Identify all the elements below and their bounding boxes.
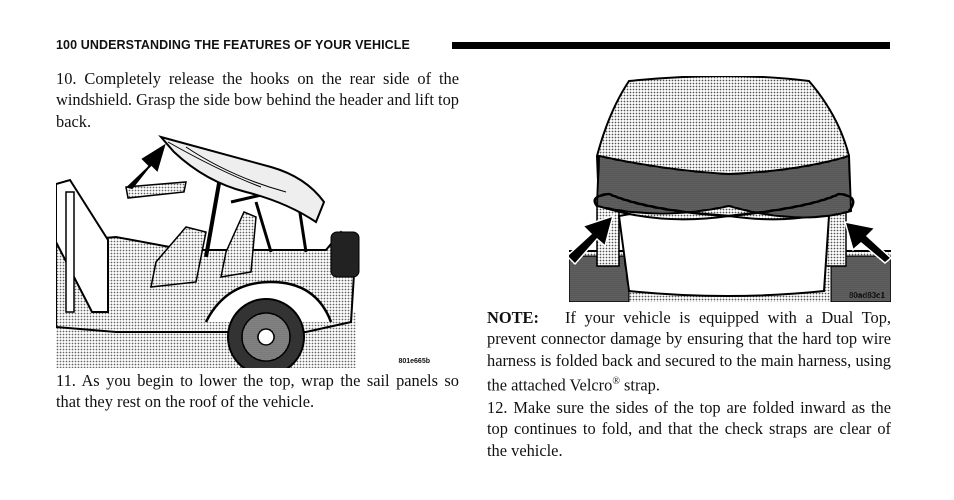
figure-dual-top-harness: 80ad83c1	[569, 76, 891, 302]
running-header: 100 UNDERSTANDING THE FEATURES OF YOUR V…	[56, 38, 890, 54]
figure-2-code: 80ad83c1	[849, 291, 886, 300]
header-rule	[452, 42, 890, 49]
note-label: NOTE:	[487, 308, 539, 327]
section-title: UNDERSTANDING THE FEATURES OF YOUR VEHIC…	[80, 38, 410, 52]
figure-1-code: 801e665b	[398, 358, 430, 365]
header-title-line: 100 UNDERSTANDING THE FEATURES OF YOUR V…	[56, 38, 410, 52]
registered-mark: ®	[612, 376, 620, 388]
jeep-side-illustration: 801e665b	[56, 135, 430, 368]
step-10-text: 10. Completely release the hooks on the …	[56, 69, 459, 131]
step-12-text: 12. Make sure the sides of the top are f…	[487, 398, 891, 460]
figure-jeep-top-lift: 801e665b	[56, 132, 444, 368]
note-text-end: strap.	[619, 375, 660, 395]
step-11-text: 11. As you begin to lower the top, wrap …	[56, 371, 459, 412]
note-text: If your vehicle is equipped with a Dual …	[487, 308, 891, 395]
folded-top-illustration: 80ad83c1	[569, 76, 891, 302]
page-number: 100	[56, 38, 78, 52]
note-paragraph: NOTE: If your vehicle is equipped with a…	[487, 307, 891, 396]
